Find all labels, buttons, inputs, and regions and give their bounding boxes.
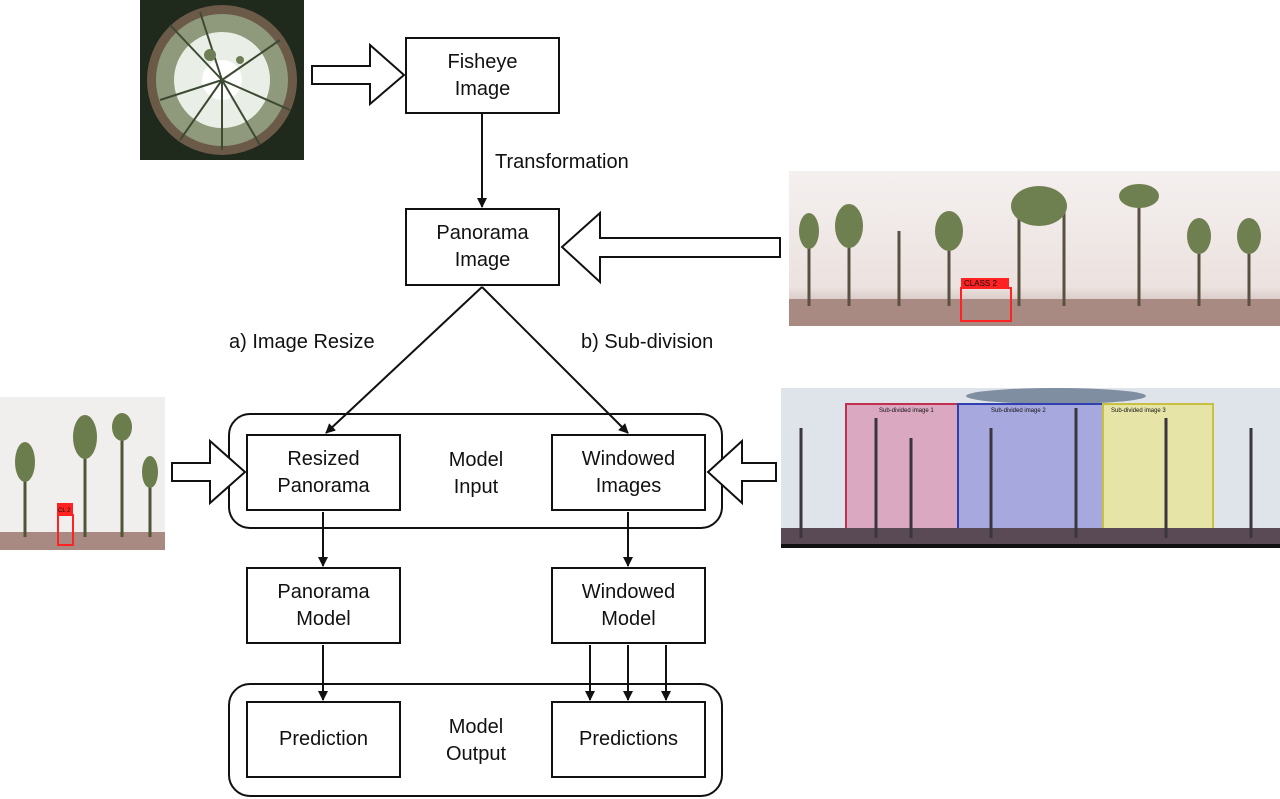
panorama-detection-label: CLASS 2: [964, 279, 997, 288]
panorama-photo: CLASS 2: [789, 171, 1280, 326]
windowed-input-arrow: [706, 438, 777, 506]
panorama-image-node: Panorama Image: [405, 208, 560, 286]
fisheye-photo: [140, 0, 304, 160]
resized-input-arrow: [171, 438, 247, 506]
edge-panorama-to-windowed: [481, 286, 629, 434]
windowed-photo: Sub-divided image 1 Sub-divided image 2 …: [781, 388, 1280, 548]
edge-panorama-to-resized: [325, 286, 483, 434]
subwindow-label-1: Sub-divided image 1: [879, 408, 934, 414]
transformation-label: Transformation: [495, 151, 629, 173]
windowed-model-node: Windowed Model: [551, 567, 706, 644]
resized-detection-label: CL 2: [58, 508, 71, 514]
image-resize-label: a) Image Resize: [229, 331, 375, 353]
sub-division-label: b) Sub-division: [581, 331, 714, 353]
fisheye-input-arrow: [311, 42, 406, 107]
fisheye-image-node: Fisheye Image: [405, 37, 560, 114]
model-input-label: Model Input: [448, 449, 504, 498]
windowed-images-node: Windowed Images: [551, 434, 706, 511]
resized-panorama-node: Resized Panorama: [246, 434, 401, 511]
model-output-label: Model Output: [445, 716, 507, 765]
subwindow-label-2: Sub-divided image 2: [991, 408, 1046, 414]
model-output-group: [228, 683, 723, 797]
prediction-node: Prediction: [246, 701, 401, 778]
resized-photo: CL 2: [0, 397, 165, 550]
panorama-model-node: Panorama Model: [246, 567, 401, 644]
predictions-node: Predictions: [551, 701, 706, 778]
subwindow-label-3: Sub-divided image 3: [1111, 408, 1166, 414]
panorama-input-arrow: [560, 210, 781, 285]
